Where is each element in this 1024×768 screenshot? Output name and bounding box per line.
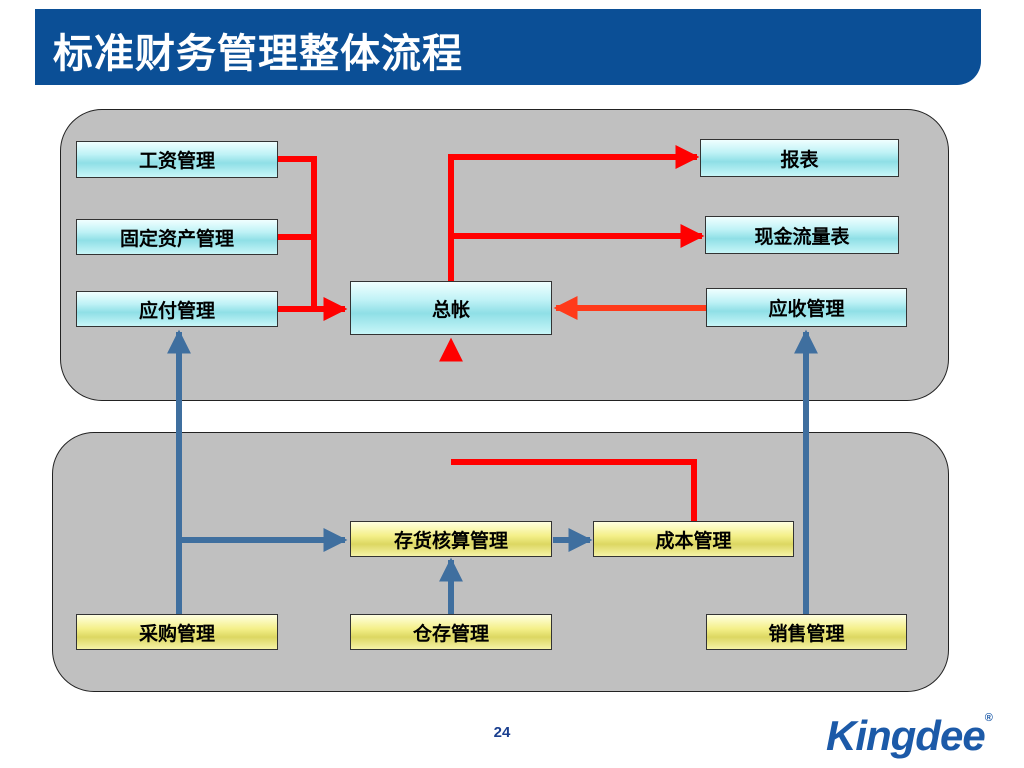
node-fixed-assets: 固定资产管理: [76, 219, 278, 255]
node-cash-flow: 现金流量表: [705, 216, 899, 254]
node-receivables: 应收管理: [706, 288, 907, 327]
arrow-ledger-to-reports: [448, 145, 700, 281]
node-cost: 成本管理: [593, 521, 794, 557]
page-number: 24: [493, 724, 511, 741]
logo-registered-mark: ®: [984, 712, 993, 724]
node-salary: 工资管理: [76, 141, 278, 178]
kingdee-logo: Kingdee®: [826, 712, 993, 760]
node-warehouse: 仓存管理: [350, 614, 552, 650]
arrow-salary-to-ledger: [278, 156, 317, 308]
logo-text: Kingdee: [826, 712, 986, 759]
arrow-cost-to-ledger: [451, 459, 697, 521]
node-purchasing: 采购管理: [76, 614, 278, 650]
page-title: 标准财务管理整体流程: [53, 31, 463, 77]
title-bar: 标准财务管理整体流程: [35, 9, 981, 85]
node-inventory-accounting: 存货核算管理: [350, 521, 552, 557]
node-sales: 销售管理: [706, 614, 907, 650]
node-reports: 报表: [700, 139, 899, 177]
node-payables: 应付管理: [76, 291, 278, 327]
node-general-ledger: 总帐: [350, 281, 552, 335]
